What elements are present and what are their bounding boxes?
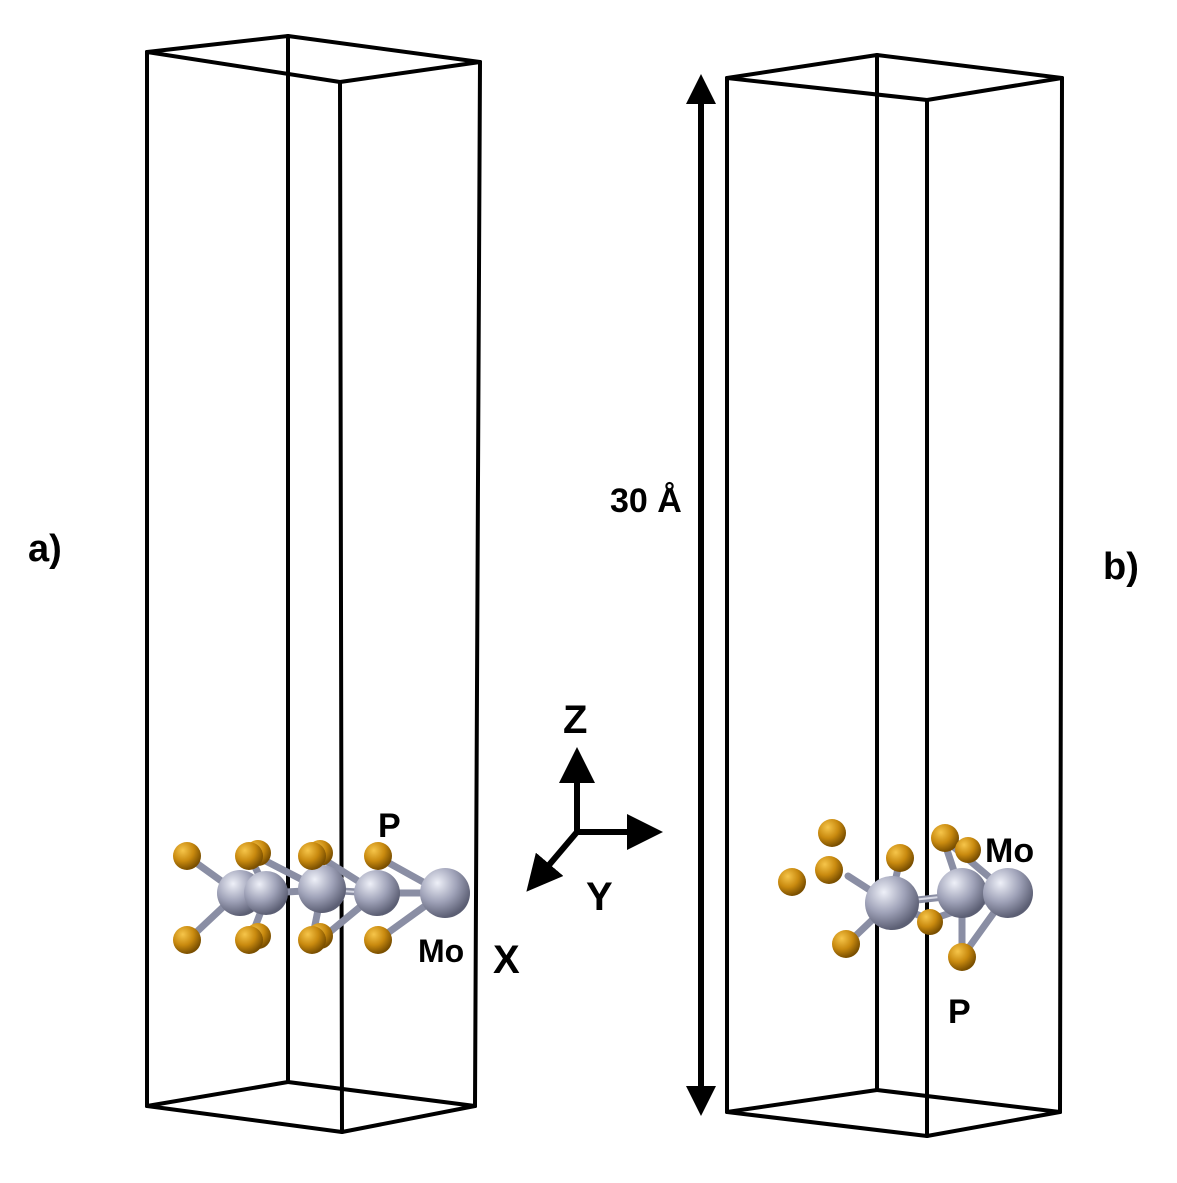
atom-label-mo-a: Mo (418, 933, 464, 969)
molybdenum-atom (865, 876, 919, 930)
phosphorus-atom (886, 844, 914, 872)
phosphorus-atom (173, 926, 201, 954)
phosphorus-atom (948, 943, 976, 971)
phosphorus-atom (778, 868, 806, 896)
atom-label-p-b: P (948, 993, 971, 1031)
phosphorus-atom (832, 930, 860, 958)
coordinate-axes: Z Y X (493, 698, 663, 982)
phosphorus-atom (235, 926, 263, 954)
axis-label-z: Z (563, 698, 587, 742)
molybdenum-atom (354, 870, 400, 916)
phosphorus-atoms-front-b (778, 856, 976, 971)
phosphorus-atom (364, 842, 392, 870)
panel-b-label: b) (1103, 546, 1139, 588)
unit-cell-a (145, 34, 482, 1134)
mop-layer-a (173, 840, 470, 954)
phosphorus-atom (235, 842, 263, 870)
phosphorus-atom (917, 909, 943, 935)
phosphorus-atom (173, 842, 201, 870)
phosphorus-atom (298, 926, 326, 954)
phosphorus-atoms-back-b (818, 819, 981, 872)
molybdenum-atoms-b (865, 868, 1033, 930)
atom-label-p-a: P (378, 807, 401, 845)
molybdenum-atom (983, 868, 1033, 918)
atom-label-mo-b: Mo (985, 832, 1034, 870)
phosphorus-atom (931, 824, 959, 852)
phosphorus-atom (815, 856, 843, 884)
panel-a-label: a) (28, 528, 62, 570)
phosphorus-atoms-front-a (173, 842, 392, 954)
molybdenum-atom (937, 868, 987, 918)
phosphorus-atom (955, 837, 981, 863)
phosphorus-atom (298, 842, 326, 870)
molybdenum-atoms-a (217, 865, 470, 918)
dimension-label: 30 Å (610, 482, 682, 520)
phosphorus-atom (818, 819, 846, 847)
mop-cluster-b (778, 819, 1033, 971)
molybdenum-atom (420, 868, 470, 918)
molybdenum-atom (244, 871, 288, 915)
molybdenum-atom (298, 865, 346, 913)
axis-label-x: X (493, 938, 520, 982)
phosphorus-atom (364, 926, 392, 954)
y-axis-arrow (526, 830, 580, 892)
height-dimension: 30 Å (610, 74, 716, 1116)
unit-cell-b (725, 53, 1064, 1138)
axis-label-y: Y (586, 875, 613, 919)
